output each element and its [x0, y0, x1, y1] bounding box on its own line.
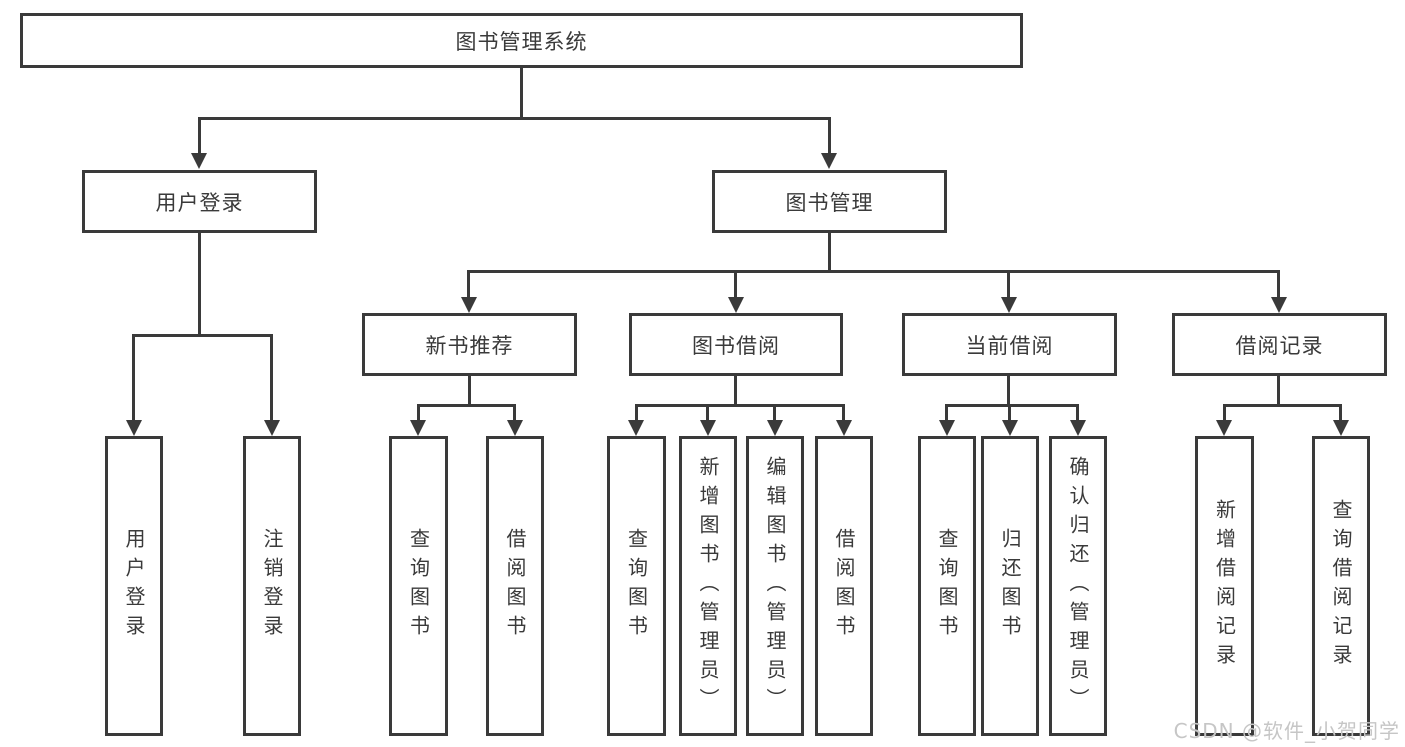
connector-branch-stem	[734, 270, 737, 299]
connector-leaf-stem	[417, 404, 420, 422]
connector-leaf-stem	[132, 334, 135, 422]
connector-leaf-stem	[1008, 404, 1011, 422]
connector-leaf-stem	[945, 404, 948, 422]
connector-root-bar	[198, 117, 831, 120]
leaf-query-books-borrow: 查询图书	[607, 436, 666, 736]
arrow-down-icon	[410, 420, 426, 436]
arrow-down-icon	[700, 420, 716, 436]
leaf-label: 编辑图书（管理员）	[763, 455, 787, 717]
leaf-borrow-books: 借阅图书	[815, 436, 873, 736]
connector-mgmt-bar	[467, 270, 1280, 273]
leaf-label: 查询图书	[624, 528, 649, 644]
node-borrow-records: 借阅记录	[1172, 313, 1387, 376]
leaf-label: 借阅图书	[503, 528, 527, 644]
arrow-down-icon	[628, 420, 644, 436]
arrow-down-icon	[461, 297, 477, 313]
arrow-down-icon	[836, 420, 852, 436]
connector-group-bar	[945, 404, 1079, 407]
connector-leaf-stem	[842, 404, 845, 422]
arrow-down-icon	[264, 420, 280, 436]
connector-to-user-login-stem	[198, 117, 201, 155]
arrow-down-icon	[1070, 420, 1086, 436]
arrow-down-icon	[1002, 420, 1018, 436]
leaf-label: 新增图书（管理员）	[696, 455, 720, 717]
arrow-down-icon	[1271, 297, 1287, 313]
leaf-borrow-books-recommend: 借阅图书	[486, 436, 544, 736]
connector-leaf-stem	[1339, 404, 1342, 422]
node-label: 借阅记录	[1235, 333, 1324, 358]
connector-branch-stem	[1007, 270, 1010, 299]
arrow-down-icon	[767, 420, 783, 436]
connector-leaf-stem	[706, 404, 709, 422]
connector-leaf-stem	[1223, 404, 1226, 422]
connector-leaf-stem	[270, 334, 273, 422]
leaf-label: 查询图书	[406, 528, 431, 644]
leaf-edit-book-admin: 编辑图书（管理员）	[746, 436, 804, 736]
connector-mgmt-stem	[828, 233, 831, 273]
leaf-label: 用户登录	[122, 528, 146, 644]
connector-leaf-stem	[635, 404, 638, 422]
connector-group-stem	[1277, 376, 1280, 406]
connector-leaf-stem	[513, 404, 516, 422]
connector-group-stem	[734, 376, 737, 406]
leaf-confirm-return-admin: 确认归还（管理员）	[1049, 436, 1107, 736]
leaf-label: 新增借阅记录	[1212, 499, 1237, 673]
arrow-down-icon	[821, 153, 837, 169]
leaf-return-book: 归还图书	[981, 436, 1039, 736]
leaf-label: 注销登录	[260, 528, 284, 644]
leaf-label: 确认归还（管理员）	[1066, 455, 1090, 717]
connector-group-stem	[468, 376, 471, 406]
arrow-down-icon	[1216, 420, 1232, 436]
leaf-label: 借阅图书	[832, 528, 856, 644]
leaf-label: 归还图书	[998, 528, 1022, 644]
connector-group-bar	[417, 404, 516, 407]
connector-branch-stem	[1277, 270, 1280, 299]
arrow-down-icon	[939, 420, 955, 436]
node-label: 图书管理	[785, 190, 874, 215]
node-current-borrow: 当前借阅	[902, 313, 1117, 376]
leaf-query-books-recommend: 查询图书	[389, 436, 448, 736]
arrow-down-icon	[126, 420, 142, 436]
arrow-down-icon	[728, 297, 744, 313]
leaf-label: 查询借阅记录	[1329, 499, 1353, 673]
connector-group-bar	[1223, 404, 1342, 407]
node-book-management: 图书管理	[712, 170, 947, 233]
connector-to-book-mgmt-stem	[828, 117, 831, 155]
leaf-label: 查询图书	[935, 528, 959, 644]
node-label: 用户登录	[155, 190, 244, 215]
node-label: 当前借阅	[965, 333, 1054, 358]
leaf-user-login: 用户登录	[105, 436, 163, 736]
arrow-down-icon	[191, 153, 207, 169]
leaf-add-borrow-record: 新增借阅记录	[1195, 436, 1254, 736]
connector-leaf-stem	[773, 404, 776, 422]
connector-group-stem	[1007, 376, 1010, 406]
connector-group-bar	[635, 404, 845, 407]
node-book-borrow: 图书借阅	[629, 313, 843, 376]
csdn-watermark: CSDN @软件_小贺同学	[1173, 719, 1400, 743]
connector-root-stem	[520, 68, 523, 120]
node-user-login: 用户登录	[82, 170, 317, 233]
arrow-down-icon	[1333, 420, 1349, 436]
node-root-label: 图书管理系统	[455, 29, 588, 54]
leaf-add-book-admin: 新增图书（管理员）	[679, 436, 737, 736]
leaf-query-books-current: 查询图书	[918, 436, 976, 736]
node-root: 图书管理系统	[20, 13, 1023, 68]
node-label: 新书推荐	[425, 333, 514, 358]
leaf-query-borrow-record: 查询借阅记录	[1312, 436, 1370, 736]
connector-login-stem	[198, 233, 201, 337]
connector-branch-stem	[467, 270, 470, 299]
leaf-logout: 注销登录	[243, 436, 301, 736]
connector-login-bar	[132, 334, 273, 337]
node-label: 图书借阅	[692, 333, 780, 358]
node-new-book-recommend: 新书推荐	[362, 313, 577, 376]
connector-leaf-stem	[1076, 404, 1079, 422]
arrow-down-icon	[1001, 297, 1017, 313]
arrow-down-icon	[507, 420, 523, 436]
